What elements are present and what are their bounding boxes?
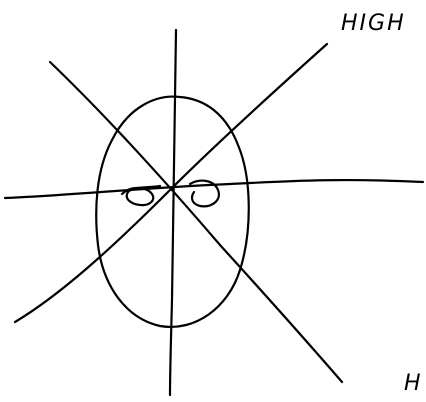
- right-curl-mark: [188, 179, 220, 208]
- horizontal-axis-line: [3, 178, 425, 200]
- label-top-right: HIGH: [341, 11, 406, 36]
- oval-outline: [95, 95, 250, 329]
- vertical-axis-line: [168, 28, 178, 397]
- left-curl-mark: [120, 184, 162, 207]
- diagonal-line-ascending: [13, 42, 329, 324]
- diagonal-line-descending: [48, 60, 344, 384]
- label-bottom-right: H: [404, 371, 423, 396]
